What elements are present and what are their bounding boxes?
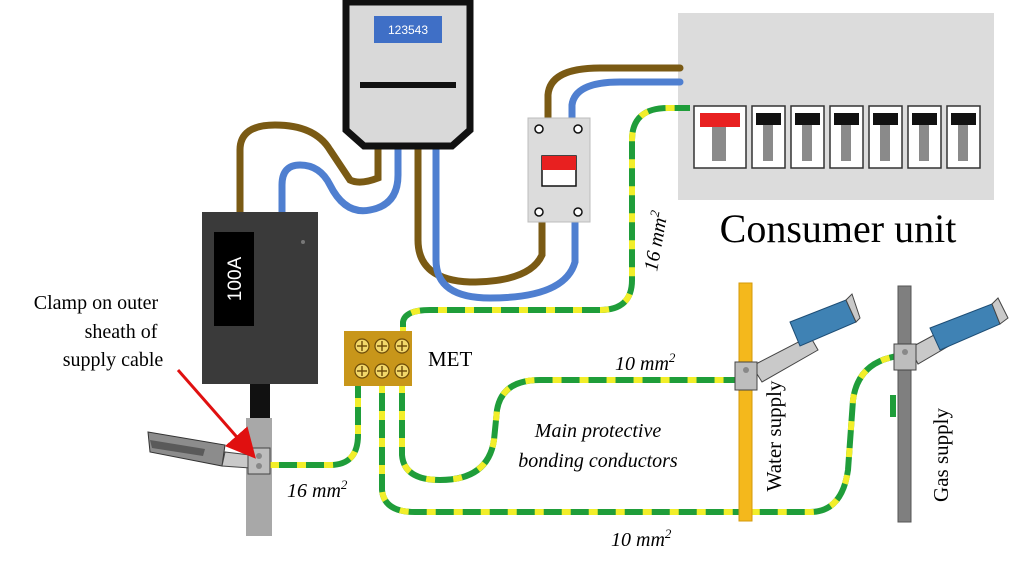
- mcb-3: [829, 105, 864, 169]
- meter-tails: [236, 64, 684, 302]
- earth-conductors: [270, 105, 899, 515]
- earth-met-to-gas-stripe: [379, 353, 899, 515]
- neutral-tail-cutout: [278, 144, 402, 219]
- earth-met-to-cu-stripe: [400, 105, 690, 336]
- earth-met-to-supply-stripe: [270, 384, 361, 468]
- water-pipe-body: [738, 282, 753, 522]
- water-supply-label: Water supply: [762, 380, 786, 491]
- supply-cable-sheath: [246, 418, 272, 536]
- water-earth-clamp: [734, 293, 861, 391]
- gas-pipe-body: [897, 285, 912, 523]
- mcb-5: [907, 105, 942, 169]
- size-label-water: 10 mm2: [615, 350, 676, 375]
- meter-display: [374, 16, 442, 43]
- bonding-label-line2: bonding conductors: [518, 450, 678, 472]
- isolator-switch: [527, 117, 591, 223]
- clamp-label-line1: Clamp on outer: [34, 292, 159, 314]
- clamp-pointer-arrow: [176, 369, 256, 459]
- cutout-fuse-carrier: [214, 232, 254, 326]
- service-cutout: 100A: [202, 212, 318, 384]
- phase-tail-cu: [544, 64, 684, 122]
- phase-tail-cutout: [236, 121, 382, 219]
- clamp-label-line3: supply cable: [63, 349, 164, 371]
- clamp-label-line2: sheath of: [85, 321, 158, 343]
- cutout-rating: 100A: [225, 256, 246, 301]
- size-label-supply: 16 mm2: [287, 477, 348, 502]
- consumer-unit-title: Consumer unit: [720, 206, 957, 251]
- earth-met-to-supply: [270, 384, 361, 468]
- electricity-meter: 123543: [342, 0, 474, 150]
- main-switch: [693, 105, 747, 169]
- gas-earth-clamp: [893, 297, 1009, 371]
- mcb-4: [868, 105, 903, 169]
- mcb-1: [751, 105, 786, 169]
- bonding-label-line1: Main protective: [534, 420, 662, 442]
- clamp-annotation: Clamp on outer sheath of supply cable: [34, 292, 256, 459]
- consumer-unit: Consumer unit: [678, 13, 994, 251]
- gas-supply-label: Gas supply: [929, 408, 953, 502]
- meter-slot: [360, 82, 456, 88]
- supply-cable-upper: [250, 384, 270, 424]
- main-earthing-terminal: MET: [344, 331, 473, 386]
- mcb-6: [946, 105, 981, 169]
- water-pipe: Water supply: [734, 282, 861, 522]
- meter-reading: 123543: [388, 23, 428, 37]
- mcb-2: [790, 105, 825, 169]
- size-label-gas: 10 mm2: [611, 526, 672, 551]
- met-label: MET: [428, 347, 473, 371]
- neutral-tail-isolator: [432, 144, 579, 302]
- earth-met-to-water-stripe: [399, 377, 745, 484]
- size-label-cu: 16 mm2: [637, 209, 672, 273]
- gas-earth-tag: [890, 395, 896, 417]
- phase-tail-isolator: [414, 144, 546, 286]
- neutral-tail-cu: [568, 78, 684, 122]
- gas-pipe: Gas supply: [893, 285, 1009, 523]
